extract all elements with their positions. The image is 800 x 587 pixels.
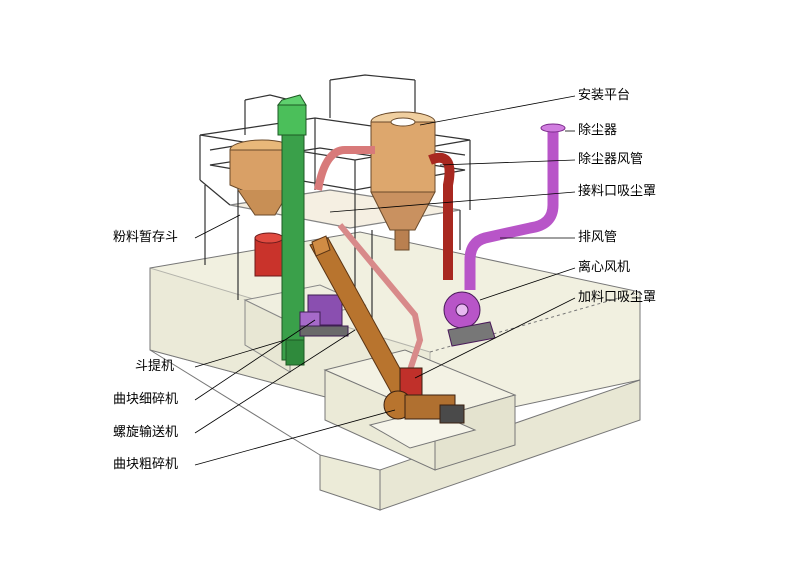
bucket-elevator xyxy=(276,94,307,366)
dust-collector xyxy=(370,111,436,251)
coarse-crusher xyxy=(383,367,465,424)
label-dust-duct: 除尘器风管 xyxy=(578,152,644,167)
label-screw-conveyor: 螺旋输送机 xyxy=(113,425,179,440)
label-dust-collector: 除尘器 xyxy=(578,123,618,138)
label-exhaust-pipe: 排风管 xyxy=(578,230,618,245)
label-coarse-crusher: 曲块粗碎机 xyxy=(113,457,179,472)
label-centrifugal-fan: 离心风机 xyxy=(578,260,631,275)
leader-lines xyxy=(194,95,576,466)
centrifugal-fan xyxy=(443,291,496,347)
label-fine-crusher: 曲块细碎机 xyxy=(113,392,179,407)
label-feed-hood: 加料口吸尘罩 xyxy=(578,290,657,305)
dust-duct xyxy=(428,152,455,280)
fine-crusher xyxy=(299,294,349,337)
label-receiving-hood: 接料口吸尘罩 xyxy=(578,184,657,199)
label-bucket-elevator: 斗提机 xyxy=(135,359,175,374)
pink-duct xyxy=(314,146,424,371)
exhaust-pipe xyxy=(464,123,566,290)
red-tank xyxy=(254,232,284,277)
label-platform: 安装平台 xyxy=(578,88,631,103)
label-powder-hopper: 粉料暂存斗 xyxy=(113,230,179,245)
